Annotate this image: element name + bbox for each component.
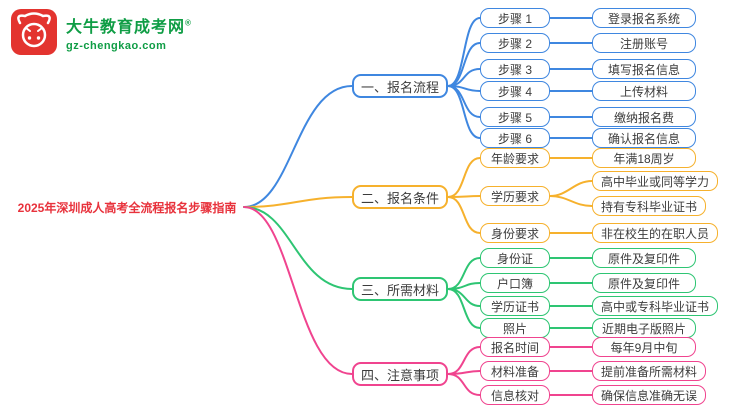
branch-node-requirements: 二、报名条件 (352, 185, 448, 209)
leaf-node: 高中毕业或同等学力 (592, 171, 719, 191)
sub-node-material-prep: 材料准备 (480, 361, 550, 381)
branch3-connectors (243, 206, 593, 329)
sub-node-step1: 步骤 1 (480, 8, 550, 28)
registered-mark: ® (185, 18, 192, 28)
site-logo: 大牛教育成考网® gz-chengkao.com (10, 8, 192, 56)
leaf-node: 提前准备所需材料 (592, 361, 707, 381)
sub-node-photo: 照片 (480, 318, 550, 338)
leaf-node: 确保信息准确无误 (592, 385, 707, 405)
bull-icon (11, 9, 57, 55)
sub-node-diploma: 学历证书 (480, 296, 550, 316)
sub-node-education-requirement: 学历要求 (480, 186, 550, 206)
leaf-node: 原件及复印件 (592, 248, 696, 268)
leaf-node: 上传材料 (592, 81, 696, 101)
sub-node-age-requirement: 年龄要求 (480, 148, 550, 168)
leaf-node: 近期电子版照片 (592, 318, 696, 338)
sub-node-registration-time: 报名时间 (480, 337, 550, 357)
branch1-connectors (243, 17, 593, 208)
sub-node-step3: 步骤 3 (480, 59, 550, 79)
sub-node-step5: 步骤 5 (480, 107, 550, 127)
leaf-node: 每年9月中旬 (592, 337, 696, 357)
branch4-connectors (243, 206, 593, 396)
sub-node-id-card: 身份证 (480, 248, 550, 268)
leaf-node: 注册账号 (592, 33, 696, 53)
brand-domain: gz-chengkao.com (66, 39, 167, 52)
leaf-node: 年满18周岁 (592, 148, 696, 168)
branch-node-registration-process: 一、报名流程 (352, 74, 448, 98)
brand-name: 大牛教育成考网® (66, 18, 192, 36)
branch-node-notes: 四、注意事项 (352, 362, 448, 386)
leaf-node: 原件及复印件 (592, 273, 696, 293)
branch-node-materials: 三、所需材料 (352, 277, 448, 301)
mindmap-root-title: 2025年深圳成人高考全流程报名步骤指南 (17, 200, 237, 215)
sub-node-household-register: 户口簿 (480, 273, 550, 293)
sub-node-step6: 步骤 6 (480, 128, 550, 148)
branch2-connectors (243, 157, 593, 234)
sub-node-step2: 步骤 2 (480, 33, 550, 53)
sub-node-step4: 步骤 4 (480, 81, 550, 101)
leaf-node: 持有专科毕业证书 (592, 196, 707, 216)
leaf-node: 高中或专科毕业证书 (592, 296, 719, 316)
leaf-node: 确认报名信息 (592, 128, 696, 148)
sub-node-info-check: 信息核对 (480, 385, 550, 405)
leaf-node: 非在校生的在职人员 (592, 223, 719, 243)
sub-node-identity-requirement: 身份要求 (480, 223, 550, 243)
leaf-node: 填写报名信息 (592, 59, 696, 79)
leaf-node: 缴纳报名费 (592, 107, 696, 127)
logo-text: 大牛教育成考网® gz-chengkao.com (66, 13, 192, 52)
leaf-node: 登录报名系统 (592, 8, 696, 28)
